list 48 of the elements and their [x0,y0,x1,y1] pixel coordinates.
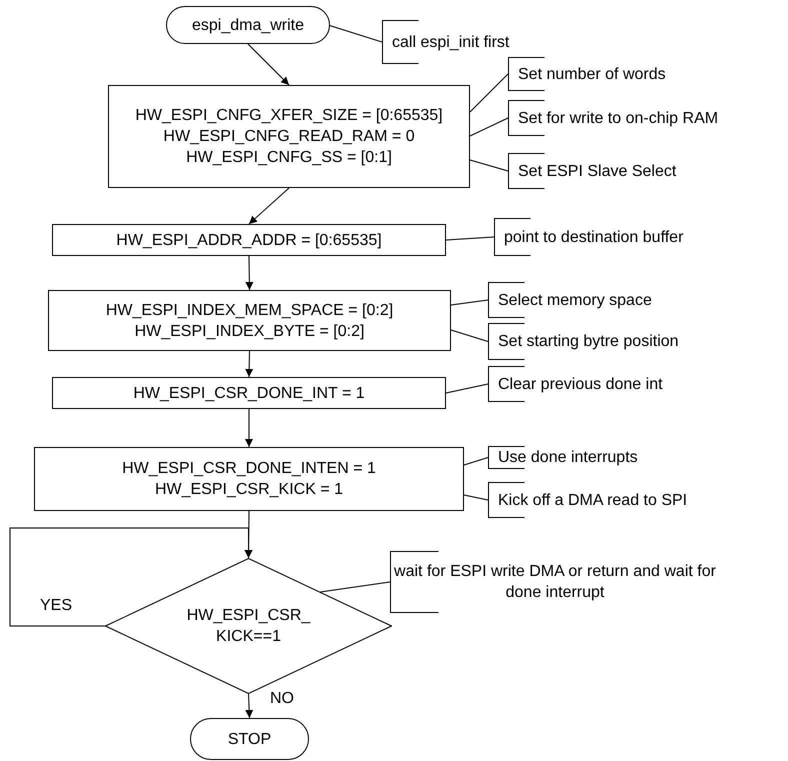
assignment-text: HW_ESPI_CSR_KICK = 1 [154,480,344,500]
arrow [245,256,254,290]
leader-line [470,118,508,136]
annotation-text: Use done interrupts [498,448,638,468]
terminal-label: espi_dma_write [192,16,304,36]
process-box [48,290,451,351]
annotation-text: Set ESPI Slave Select [518,162,676,182]
leader-line [470,74,508,112]
annotation-text: Set starting bytre position [498,332,679,352]
arrow [245,694,254,718]
assignment-text: HW_ESPI_ADDR_ADDR = [0:65535] [116,230,382,250]
annotation-text: Set number of words [518,64,666,84]
terminal-label: STOP [228,730,272,750]
process-box [108,85,470,188]
leader-line [464,457,488,466]
annotation-text: point to destination buffer [504,228,684,248]
arrow [248,44,290,86]
leader-line [446,236,494,240]
arrow [245,350,254,378]
annotation-text: Set for write to on-chip RAM [518,108,718,128]
annotation-text: Select memory space [498,290,652,310]
annotation-text: Clear previous done int [498,374,663,394]
leader-line [446,384,488,394]
assignment-text: HW_ESPI_INDEX_BYTE = [0:2] [134,322,364,342]
leader-line [450,330,488,342]
assignment-text: HW_ESPI_CSR_ KICK==1 [186,606,312,647]
assignment-text: HW_ESPI_CNFG_READ_RAM = 0 [163,127,415,147]
annotation-text: call espi_init first [392,32,510,52]
leader-line [328,24,382,42]
assignment-text: HW_ESPI_INDEX_MEM_SPACE = [0:2] [106,300,394,320]
leader-line [320,582,390,592]
leader-line [470,160,508,172]
assignment-text: HW_ESPI_CNFG_XFER_SIZE = [0:65535] [135,106,443,126]
assignment-text: HW_ESPI_CSR_DONE_INTEN = 1 [122,459,376,479]
terminator-shape [166,6,330,44]
assignment-text: HW_ESPI_CSR_DONE_INT = 1 [133,384,365,404]
process-box [52,377,446,409]
assignment-text: HW_ESPI_CNFG_SS = [0:1] [186,148,392,168]
terminator-shape [190,718,309,760]
process-box [34,447,464,511]
annotation-text: wait for ESPI write DMA or return and wait for done interrupt [393,562,717,603]
annotation-text: Kick off a DMA read to SPI [498,490,688,510]
process-box [52,224,446,256]
leader-line [464,494,488,500]
arrow [245,408,253,448]
arrow [10,528,252,626]
leader-line [450,300,488,306]
arrow [248,188,290,224]
